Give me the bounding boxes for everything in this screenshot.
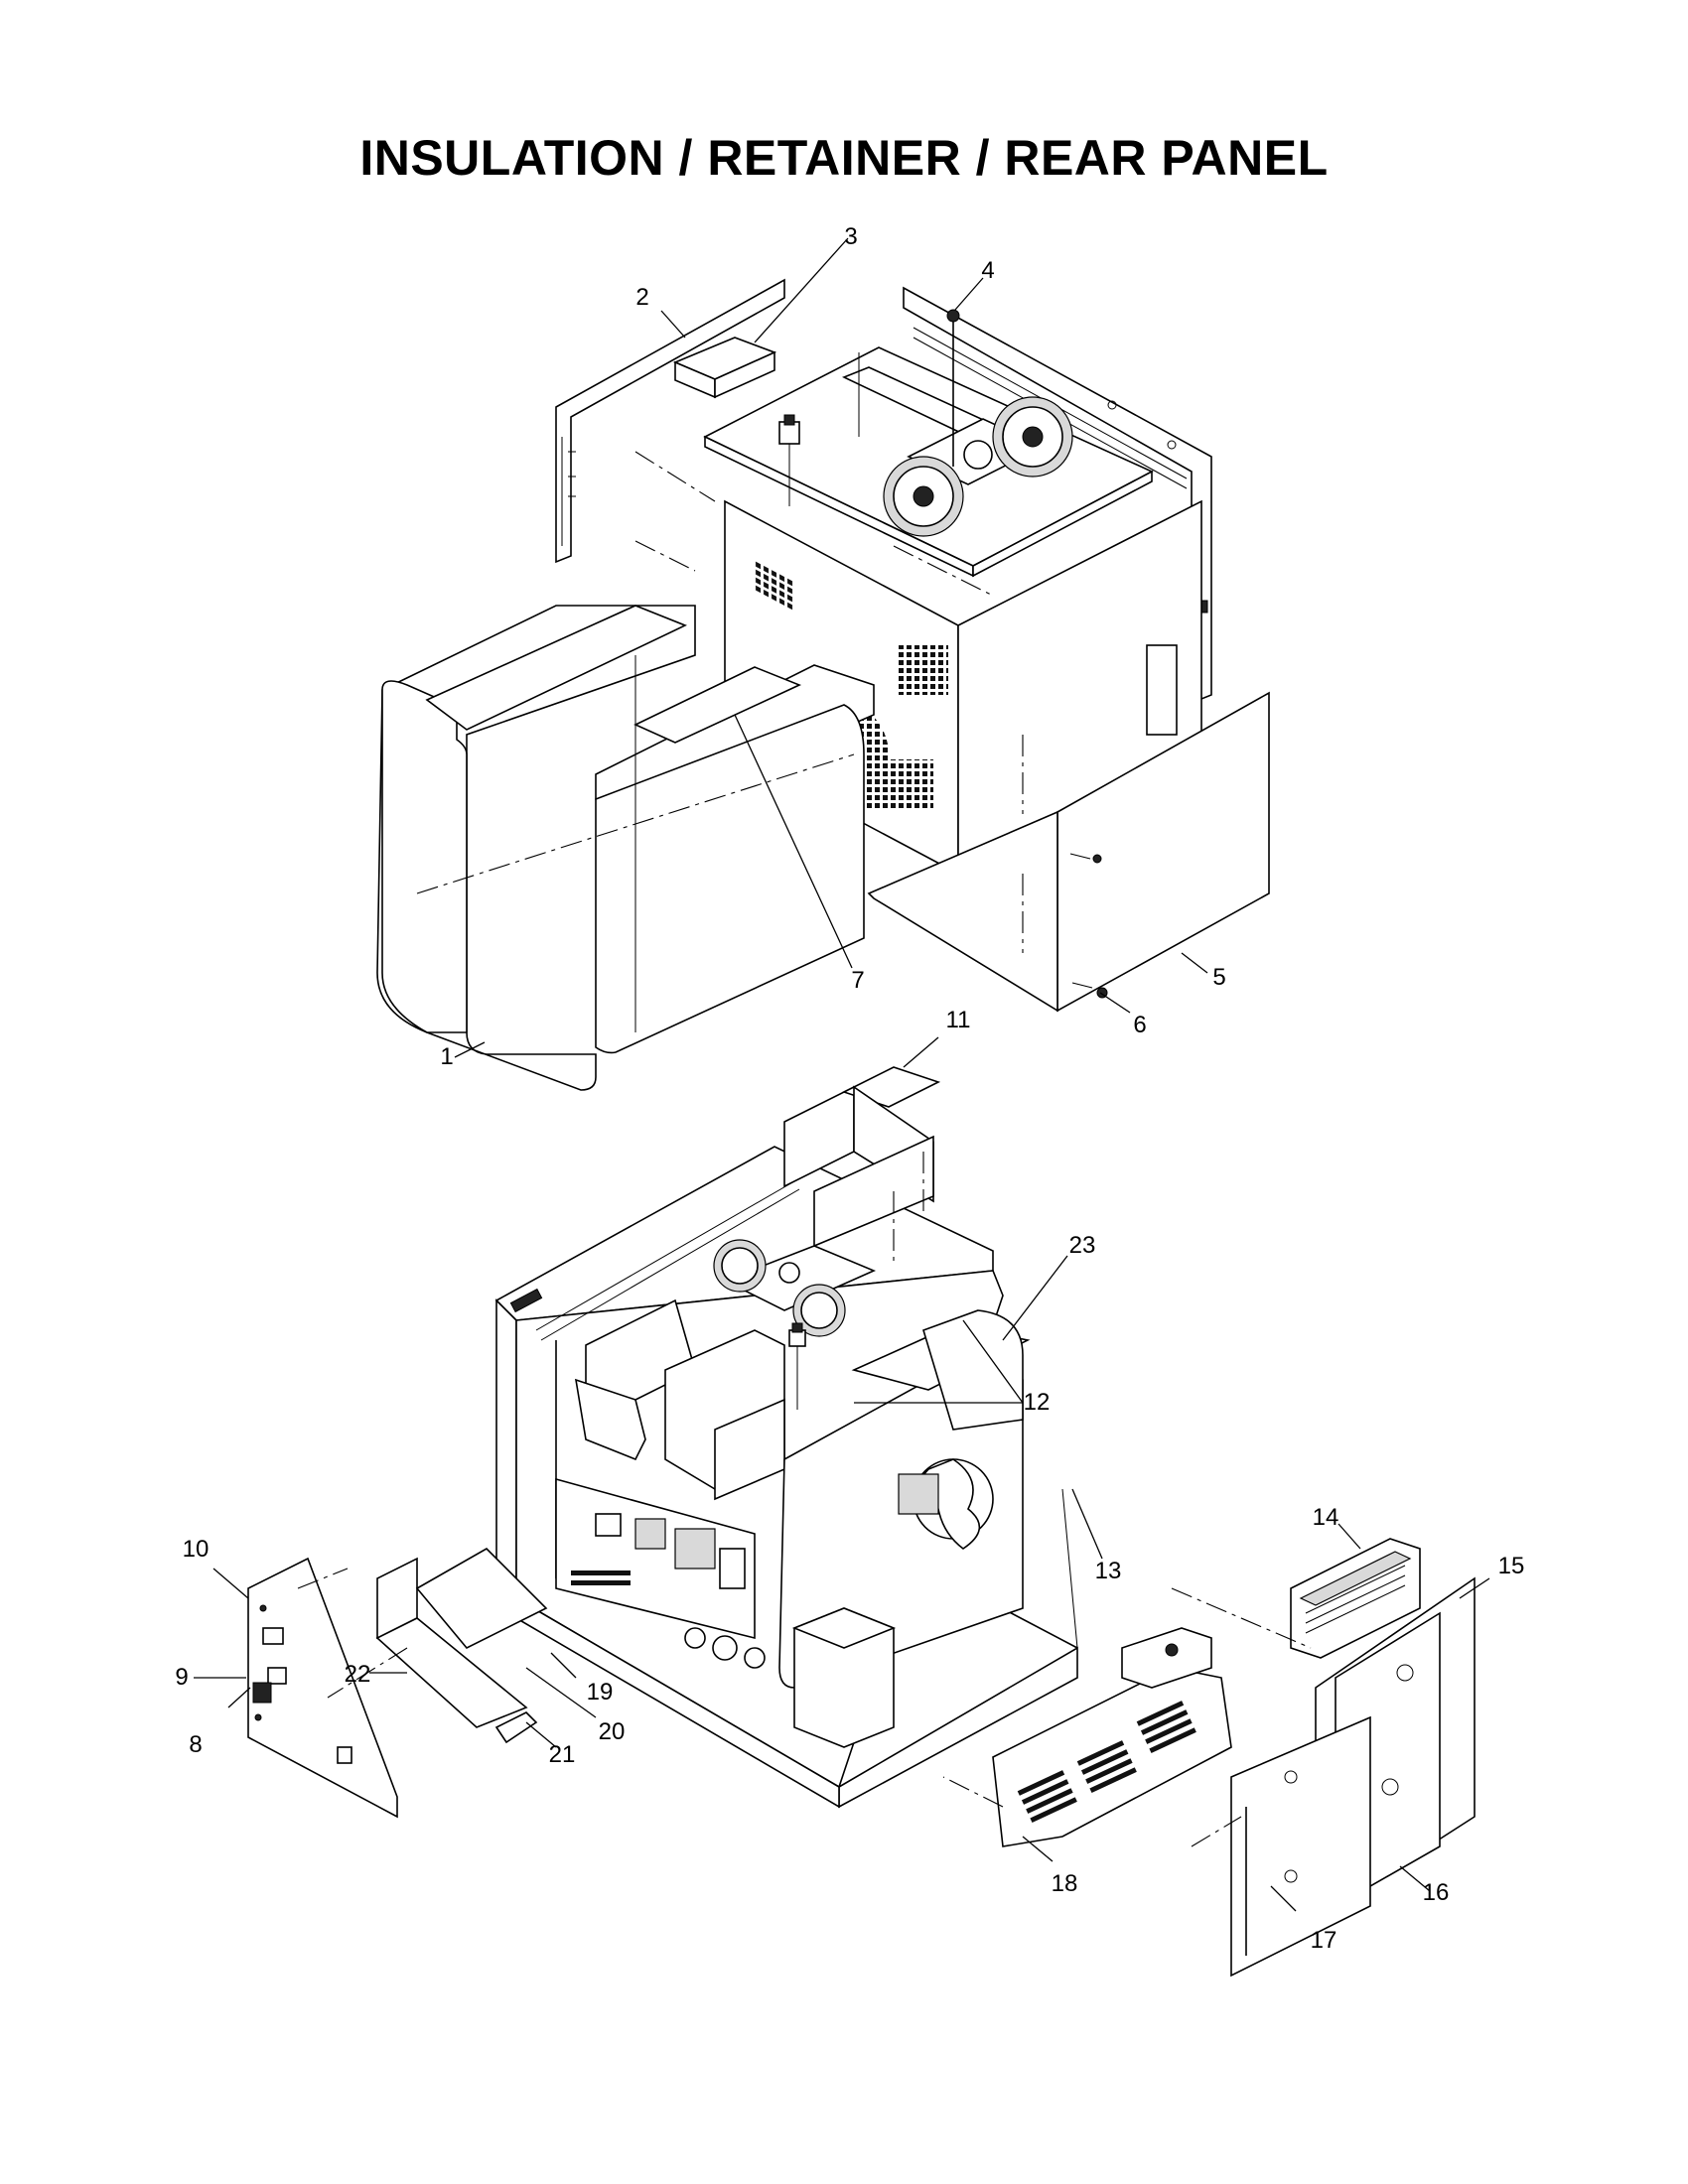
alignment-lines-upper — [634, 451, 1024, 953]
callout-1: 1 — [440, 1043, 453, 1070]
page-title: INSULATION / RETAINER / REAR PANEL — [359, 130, 1329, 186]
cavity-wrapper-part-2 — [555, 278, 1212, 705]
upper-assembly — [376, 278, 1270, 1091]
transformer — [791, 1607, 897, 1748]
heatsink-part-14 — [1290, 1538, 1421, 1659]
insulation-wrap-part-1 — [376, 605, 875, 1091]
magnetron-assembly — [574, 1239, 877, 1501]
callout-leaders — [194, 237, 1490, 1912]
callout-labels: 1 2 3 4 5 6 7 8 9 10 11 12 13 14 15 16 1… — [175, 223, 1524, 1954]
lower-assembly — [247, 1066, 1476, 1978]
magnetron-fan-right — [992, 396, 1073, 478]
callout-23: 23 — [1069, 1232, 1096, 1259]
callout-2: 2 — [635, 284, 648, 311]
alignment-lines-lower — [297, 1152, 1312, 1847]
vent-panel-part-18 — [992, 1627, 1232, 1847]
callout-5: 5 — [1212, 964, 1225, 991]
callout-17: 17 — [1311, 1927, 1337, 1954]
cover-part-11 — [783, 1066, 941, 1248]
callout-10: 10 — [183, 1536, 210, 1563]
magnetron-fan-left — [883, 456, 964, 537]
callout-20: 20 — [599, 1718, 626, 1745]
callout-15: 15 — [1498, 1553, 1525, 1579]
callout-22: 22 — [345, 1661, 371, 1688]
insulation-pad-part-12-23 — [851, 1309, 1031, 1431]
callout-14: 14 — [1313, 1504, 1339, 1531]
callout-8: 8 — [189, 1731, 202, 1758]
callout-4: 4 — [981, 257, 994, 284]
top-plate-assembly — [703, 346, 1154, 578]
callout-11: 11 — [946, 1007, 971, 1033]
callout-7: 7 — [851, 967, 864, 994]
callout-12: 12 — [1024, 1389, 1051, 1416]
control-board-area — [555, 1477, 766, 1669]
callout-6: 6 — [1133, 1012, 1146, 1038]
callout-3: 3 — [844, 223, 857, 250]
panel-part-17 — [1230, 1715, 1371, 1978]
left-rear-panel — [247, 1557, 398, 1819]
callout-21: 21 — [549, 1741, 576, 1768]
insulation-block-part-3 — [672, 337, 777, 399]
cavity-fan — [778, 1348, 1024, 1689]
callout-19: 19 — [587, 1679, 614, 1706]
callout-13: 13 — [1095, 1558, 1122, 1584]
bracket-parts-19-22 — [375, 1548, 548, 1744]
side-panel-part-5 — [867, 691, 1270, 1013]
callout-18: 18 — [1052, 1870, 1078, 1897]
callout-9: 9 — [175, 1664, 188, 1691]
callout-16: 16 — [1423, 1879, 1450, 1906]
screw-part-4 — [946, 309, 960, 467]
